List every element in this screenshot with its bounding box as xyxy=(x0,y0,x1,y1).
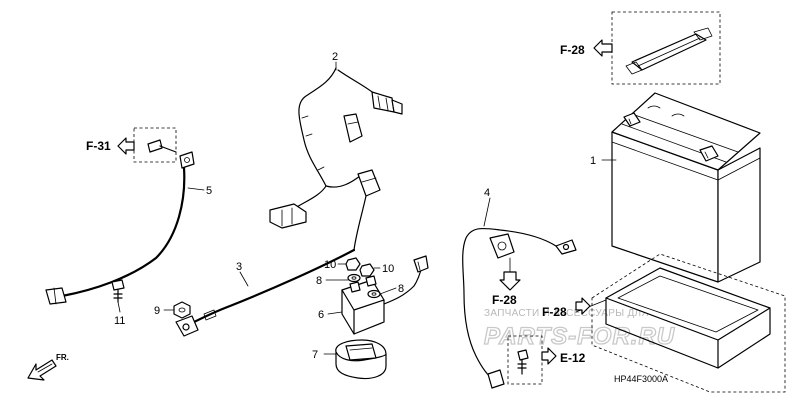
ref-f28-top[interactable]: F-28 xyxy=(560,39,613,57)
callout-7: 7 xyxy=(312,349,318,361)
callout-1: 1 xyxy=(590,155,596,167)
bolt-9[interactable] xyxy=(173,301,191,319)
relay-holder[interactable] xyxy=(335,339,387,380)
battery-strap[interactable] xyxy=(625,27,713,75)
ref-f28-right-label: F-28 xyxy=(542,305,567,319)
front-indicator: FR. xyxy=(27,353,69,381)
callout-4: 4 xyxy=(484,187,490,199)
callout-8-left: 8 xyxy=(316,275,322,287)
arrow-right-icon xyxy=(541,347,557,365)
battery-tray[interactable] xyxy=(605,267,771,369)
nut-10-right[interactable] xyxy=(359,263,375,277)
callout-10-left: 10 xyxy=(324,259,336,271)
front-label: FR. xyxy=(56,353,69,362)
battery[interactable] xyxy=(611,92,761,283)
f31-bolt xyxy=(133,127,177,163)
watermark-tagline: ЗАПЧАСТИ И АКСЕССУАРЫ ДЛЯ МОТОТЕХНИКИ xyxy=(484,308,732,319)
nut-8-upper[interactable] xyxy=(347,273,361,283)
callout-2: 2 xyxy=(332,51,338,63)
callout-3: 3 xyxy=(236,261,242,273)
callout-5: 5 xyxy=(206,185,212,197)
nut-10-left[interactable] xyxy=(345,257,361,271)
ref-e12[interactable]: E-12 xyxy=(541,347,586,365)
battery-cable[interactable] xyxy=(462,227,577,389)
arrow-left-icon xyxy=(593,39,613,57)
bolt-11[interactable] xyxy=(111,279,125,303)
ref-f31-label: F-31 xyxy=(86,139,111,153)
callout-10-right: 10 xyxy=(382,263,394,275)
callouts: 1 2 3 4 5 6 7 8 8 9 10 10 11 xyxy=(114,51,596,361)
callout-8-right: 8 xyxy=(398,283,404,295)
callout-6: 6 xyxy=(318,309,324,321)
battery-negative-cable[interactable] xyxy=(45,151,195,305)
leader-lines xyxy=(117,61,617,355)
watermark: ЗАПЧАСТИ И АКСЕССУАРЫ ДЛЯ МОТОТЕХНИКИ PA… xyxy=(483,308,732,351)
starter-motor-cable[interactable] xyxy=(175,169,381,337)
callout-11: 11 xyxy=(114,315,125,327)
diagram-code: HP44F3000A xyxy=(614,374,668,384)
battery-strap-group xyxy=(611,11,721,85)
ref-f31[interactable]: F-31 xyxy=(86,137,135,155)
arrow-left-icon xyxy=(117,137,135,155)
ref-f28-mid-label: F-28 xyxy=(492,293,517,307)
callout-9: 9 xyxy=(154,305,160,317)
ref-f28-mid[interactable]: F-28 xyxy=(492,271,521,307)
arrow-down-icon xyxy=(499,271,521,291)
ref-f28-right[interactable]: F-28 xyxy=(542,297,591,319)
watermark-site: PARTS-FOR.RU xyxy=(484,323,675,350)
battery-tray-group xyxy=(591,253,786,393)
ref-f28-top-label: F-28 xyxy=(560,43,585,57)
nut-8-lower[interactable] xyxy=(367,289,381,299)
sub-harness[interactable] xyxy=(269,67,403,229)
ref-e12-label: E-12 xyxy=(560,351,586,365)
arrow-right-icon xyxy=(575,297,591,315)
